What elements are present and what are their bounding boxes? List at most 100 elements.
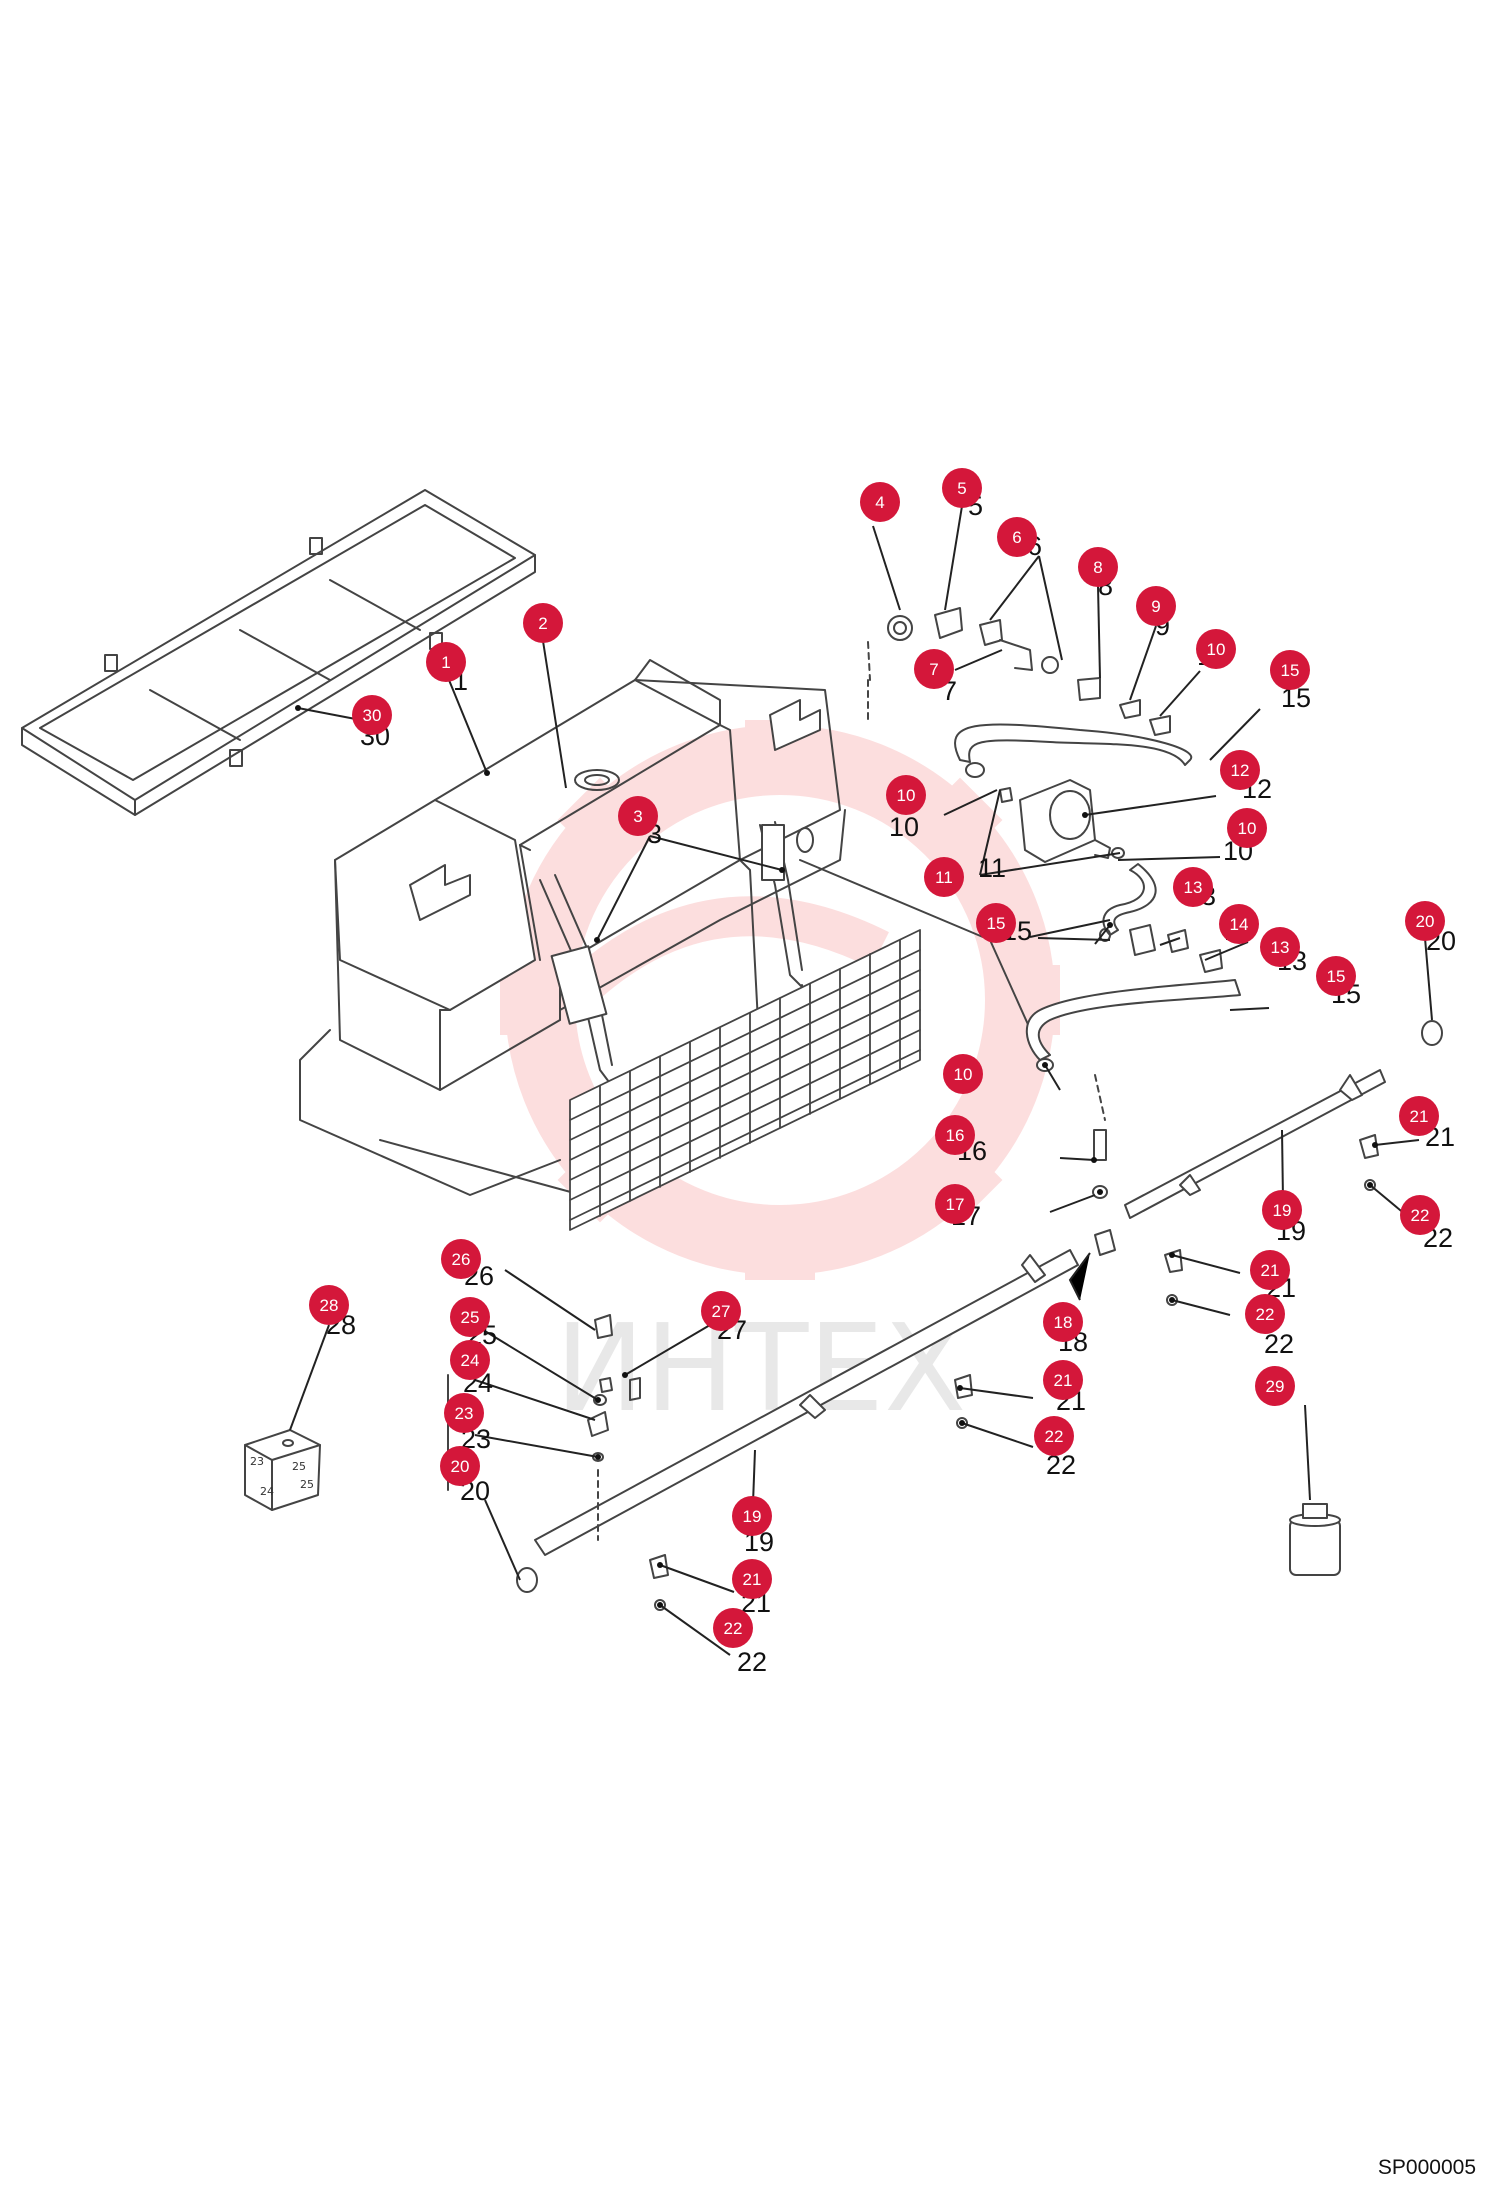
callout-number: 20 [451,1457,470,1476]
callout-number: 23 [455,1404,474,1423]
callout-badge-circle [935,1184,975,1224]
callout-10: 10 [943,1054,983,1094]
callout-number: 30 [363,706,382,725]
callout-badge-circle [1250,1250,1290,1290]
callout-number: 28 [320,1296,339,1315]
callout-number: 9 [1151,597,1160,616]
leader-lines [289,499,1433,1656]
callout-3: 3 [618,796,658,836]
callout-number: 10 [897,786,916,805]
callout-21: 21 [732,1559,772,1599]
callout-number: 21 [743,1570,762,1589]
callout-number: 2 [538,614,547,633]
callout-10: 10 [1227,808,1267,848]
callout-22: 22 [713,1608,753,1648]
bottle [1289,1503,1341,1576]
callout-number: 24 [461,1351,480,1370]
callout-14: 14 [1219,904,1259,944]
callout-badge-circle [935,1115,975,1155]
box-face-labels: 23 25 24 25 [250,1455,314,1498]
callout-badge-circle [942,468,982,508]
callout-number: 6 [1012,528,1021,547]
callout-badge-circle [1173,867,1213,907]
callout-number: 22 [1045,1427,1064,1446]
callout-5: 5 [942,468,982,508]
callout-number: 18 [1054,1313,1073,1332]
watermark-gear-ring [505,725,1055,1275]
part-label-22: 22 [1264,1329,1294,1359]
callout-badge-circle [997,517,1037,557]
callout-badge-circle [701,1291,741,1331]
callout-badge-circle [1399,1096,1439,1136]
callout-number: 17 [946,1195,965,1214]
callout-badge-circle [1136,586,1176,626]
callout-number: 10 [1238,819,1257,838]
callout-number: 10 [1207,640,1226,659]
fuel-tank [299,659,1036,1201]
callout-badge-circle [441,1239,481,1279]
callout-badge-circle [1270,650,1310,690]
callout-22: 22 [1245,1294,1285,1334]
callout-19: 19 [1262,1190,1302,1230]
callout-badge-circle [943,1054,983,1094]
callout-13: 13 [1173,867,1213,907]
callout-number: 12 [1231,761,1250,780]
callout-badge-circle [886,775,926,815]
callout-20: 20 [440,1446,480,1486]
callout-27: 27 [701,1291,741,1331]
callout-30: 30 [352,695,392,735]
box-label: 23 [250,1455,264,1468]
part-label-22: 22 [737,1647,767,1677]
decal-box [244,1429,321,1511]
callout-badge-circle [976,903,1016,943]
box-label: 25 [300,1478,314,1491]
callout-number: 21 [1261,1261,1280,1280]
callout-badge-circle [860,482,900,522]
callout-badge-circle [1078,547,1118,587]
callout-9: 9 [1136,586,1176,626]
callout-16: 16 [935,1115,975,1155]
callout-20: 20 [1405,901,1445,941]
watermark: ИНТЕХ [500,720,1060,1439]
callout-badge-circle [924,857,964,897]
callout-badge-circle [1043,1360,1083,1400]
callout-19: 19 [732,1496,772,1536]
callout-badge-circle [732,1559,772,1599]
watermark-arc [545,896,889,1024]
part-label-11: 11 [978,853,1006,883]
callout-badge-circle [1219,904,1259,944]
callout-17: 17 [935,1184,975,1224]
callout-28: 28 [309,1285,349,1325]
callout-badge-circle [732,1496,772,1536]
callout-number: 27 [712,1302,731,1321]
drawing-code: SP000005 [1377,2156,1476,2179]
callout-number: 15 [1281,661,1300,680]
callout-6: 6 [997,517,1037,557]
callout-number: 15 [1327,967,1346,986]
callout-badge-circle [1405,901,1445,941]
leader-dots [295,705,1378,1608]
callout-4: 4 [860,482,900,522]
callout-badge-circle [440,1446,480,1486]
callout-number: 7 [929,660,938,679]
callout-number: 22 [724,1619,743,1638]
callout-badge-circle [914,649,954,689]
callout-badge-circle [352,695,392,735]
callout-badge-circle [1196,629,1236,669]
callout-number: 19 [1273,1201,1292,1220]
callout-number: 22 [1411,1206,1430,1225]
callout-1: 1 [426,642,466,682]
callout-number: 11 [935,868,953,887]
callout-number: 20 [1416,912,1435,931]
callout-number: 13 [1271,938,1290,957]
callout-badge-circle [1316,956,1356,996]
callout-badge-circle [1220,750,1260,790]
part-label-10: 10 [889,812,919,842]
callout-26: 26 [441,1239,481,1279]
watermark-text: ИНТЕХ [555,1300,966,1439]
callout-number: 3 [633,807,642,826]
box-label: 25 [292,1460,306,1473]
callout-number: 21 [1410,1107,1429,1126]
callout-number: 10 [954,1065,973,1084]
